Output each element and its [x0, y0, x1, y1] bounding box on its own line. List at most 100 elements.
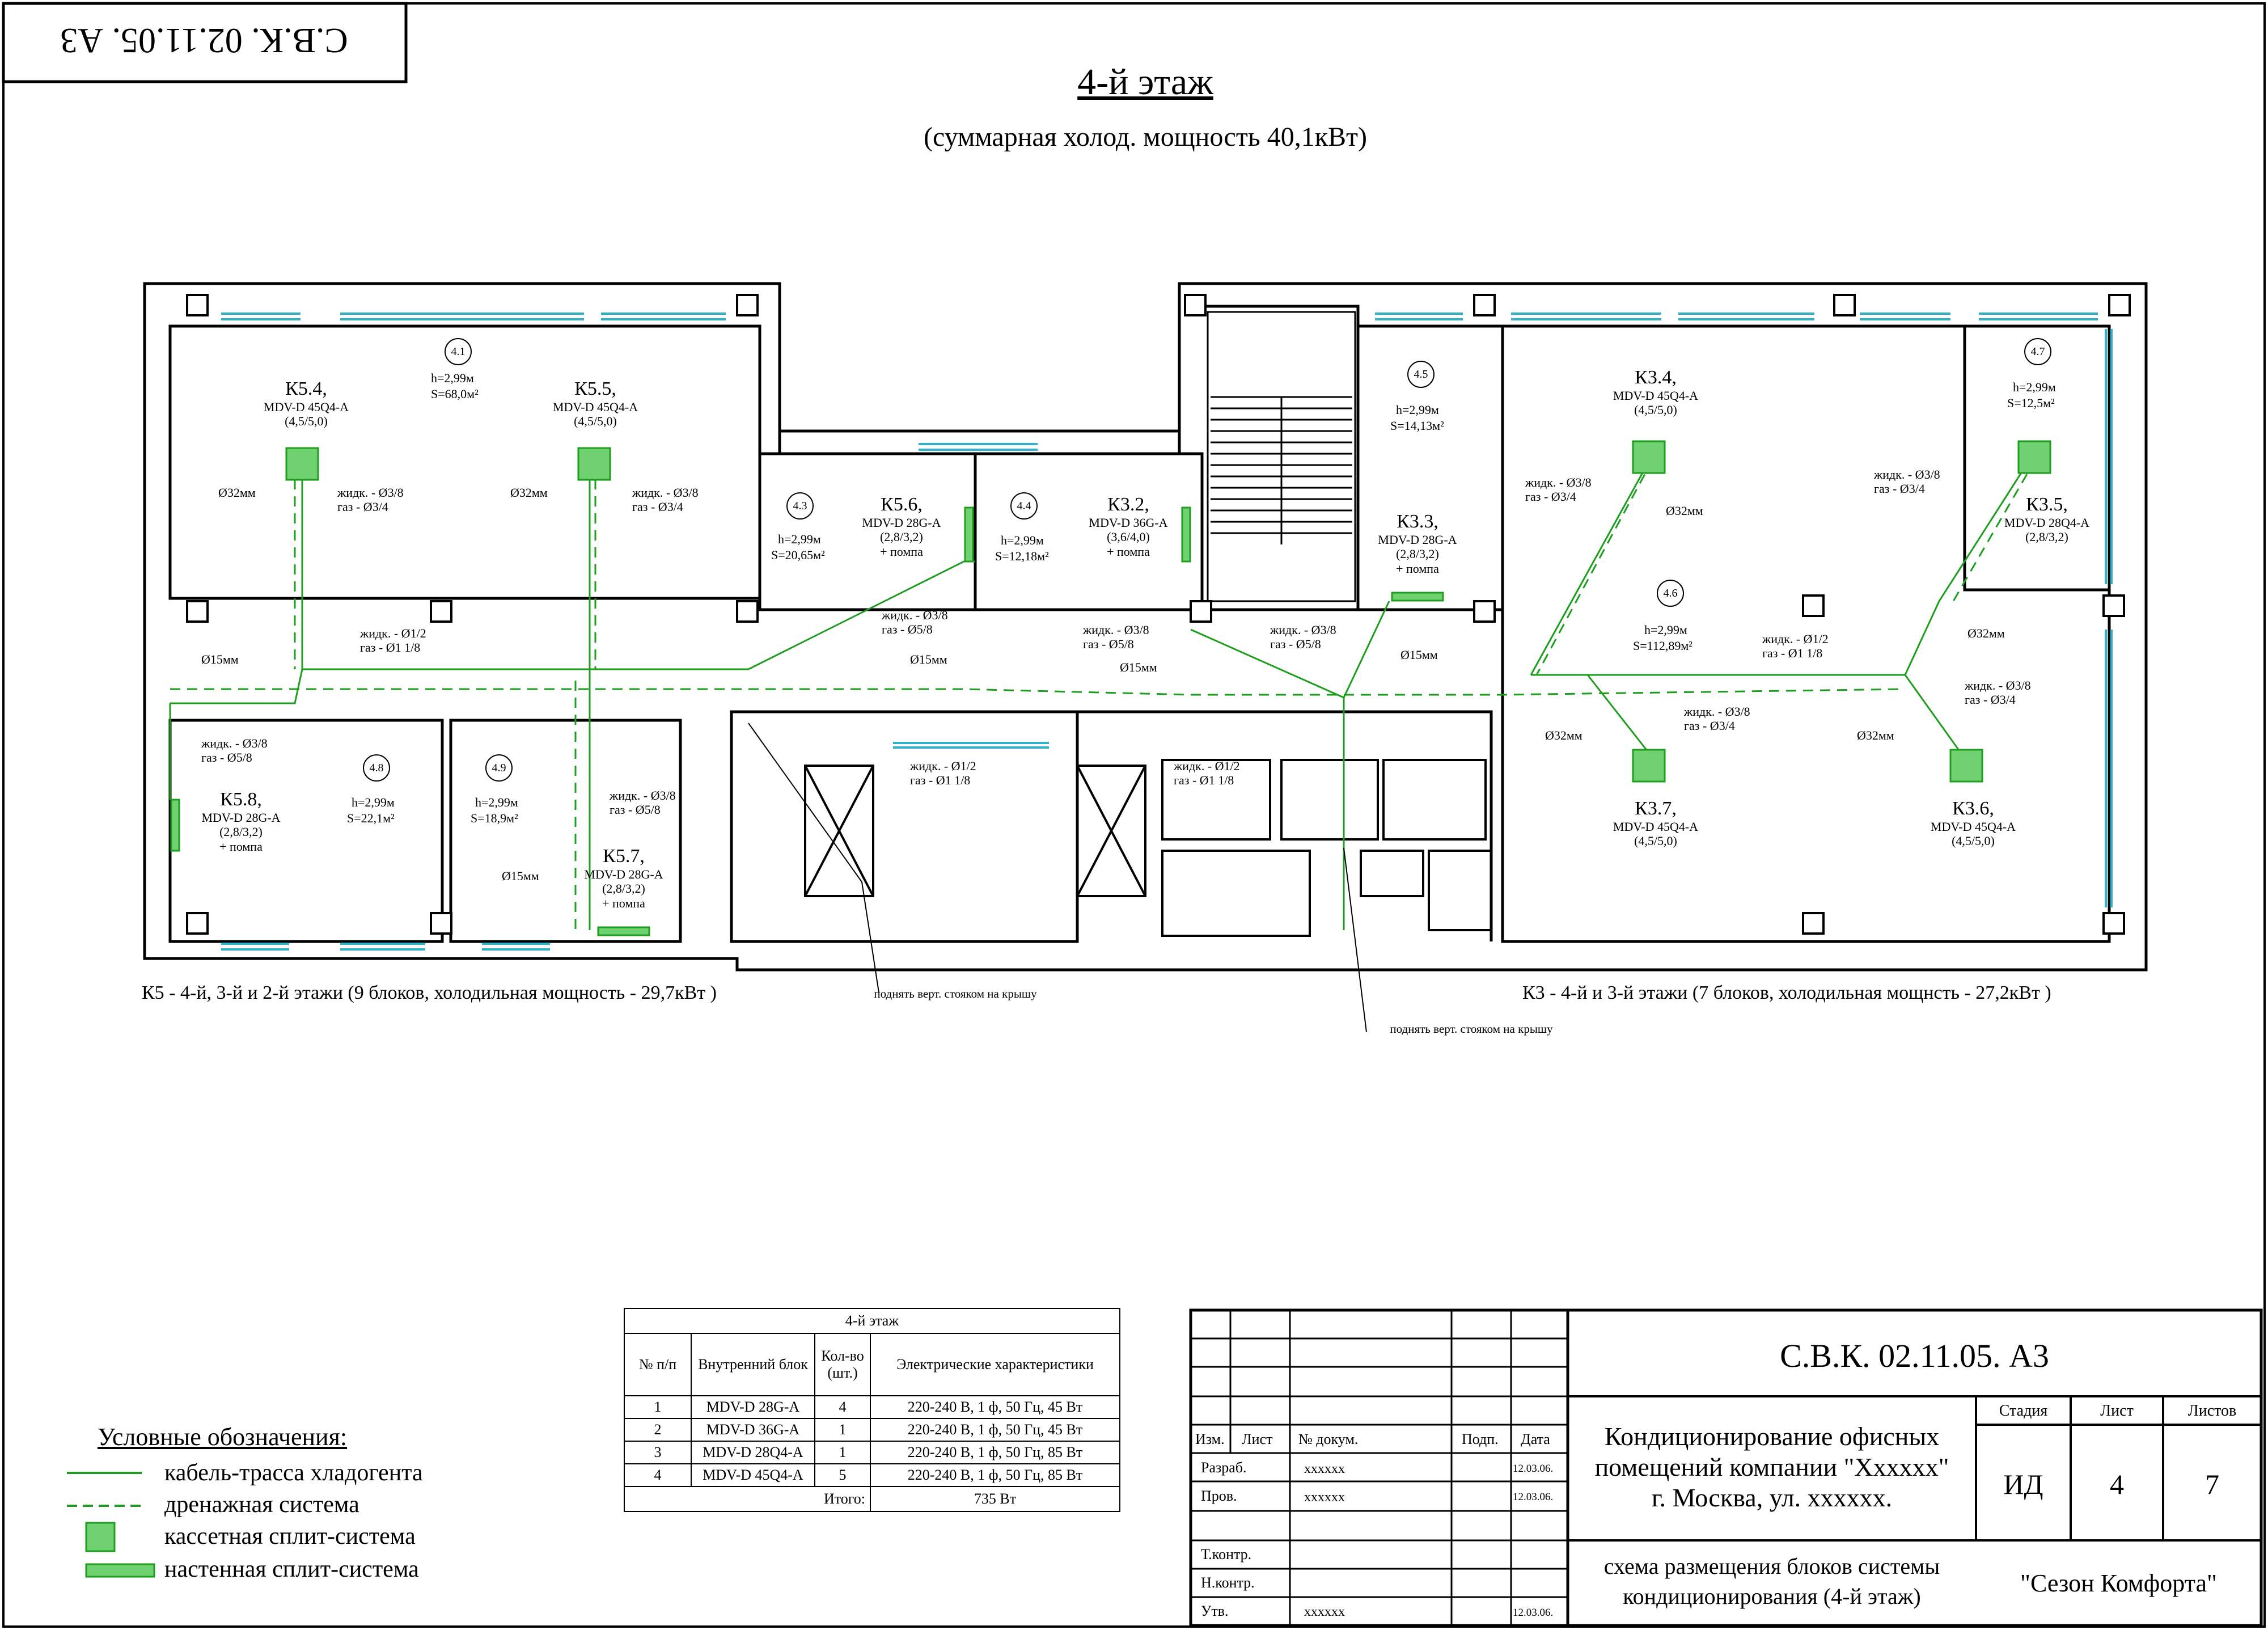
- tb-role: Н.контр.: [1201, 1574, 1255, 1591]
- tb-project-line1: Кондиционирование офисных: [1604, 1422, 1940, 1451]
- room-height: h=2,99м: [431, 371, 474, 385]
- unit-label-k3-7: К3.7,MDV-D 45Q4-A(4,5/5,0): [1613, 798, 1699, 848]
- unit-label-k5-4: К5.4,MDV-D 45Q4-A(4,5/5,0): [263, 378, 349, 429]
- tb-role: Утв.: [1201, 1603, 1229, 1619]
- spec-title: 4-й этаж: [624, 1308, 1120, 1334]
- tb-date: 12.03.06.: [1513, 1463, 1554, 1475]
- room-height: h=2,99м: [475, 795, 518, 809]
- leader-lines: [748, 723, 1367, 1033]
- legend-item-wall: настенная сплит-система: [164, 1556, 419, 1582]
- windows: [221, 313, 2113, 951]
- pipe-note: Ø15мм: [201, 652, 239, 666]
- tb-project-line3: г. Москва, ул. xxxxxx.: [1651, 1483, 1893, 1512]
- room-area: S=112,89м²: [1633, 639, 1692, 653]
- room-area: S=20,65м²: [771, 548, 825, 562]
- room-area: S=12,5м²: [2007, 396, 2055, 410]
- page-title: 4-й этаж: [1077, 61, 1213, 103]
- spec-header: Кол-во (шт.): [814, 1333, 871, 1396]
- wall-units: [170, 506, 1444, 936]
- tb-stage-label: Стадия: [1999, 1402, 2048, 1420]
- pipe-note: Ø32мм: [1545, 728, 1582, 742]
- tb-sheets-label: Листов: [2187, 1402, 2237, 1420]
- room-area: S=22,1м²: [347, 811, 395, 825]
- legend-symbols: [67, 1472, 155, 1578]
- room-badge: 4.5: [1407, 361, 1435, 388]
- tb-header-sign: Подп.: [1462, 1431, 1499, 1447]
- tb-drawing-line2: кондиционирования (4-й этаж): [1623, 1583, 1921, 1609]
- refrigerant-lines: [169, 459, 2031, 930]
- pipe-note: Ø15мм: [1120, 660, 1157, 674]
- room-area: S=12,18м²: [995, 549, 1049, 563]
- unit-label-k3-6: К3.6,MDV-D 45Q4-A(4,5/5,0): [1930, 798, 2016, 848]
- drainage-lines: [170, 459, 2037, 930]
- tb-stage: ИД: [2003, 1468, 2043, 1500]
- room-area: S=68,0м²: [431, 387, 479, 401]
- stamp-box: [2, 2, 408, 83]
- legend-item-refrigerant: кабель-трасса хладогента: [164, 1460, 423, 1486]
- pipe-note: Ø32мм: [1967, 626, 2005, 640]
- tb-header-list: Лист: [1242, 1431, 1273, 1447]
- room-badge: 4.3: [786, 492, 814, 520]
- pipe-note: Ø15мм: [910, 652, 947, 666]
- tb-sheets: 7: [2205, 1468, 2219, 1500]
- spec-header: № п/п: [624, 1333, 692, 1396]
- tb-header-doc: № докум.: [1298, 1431, 1359, 1447]
- unit-label-k5-7: К5.7,MDV-D 28G-A(2,8/3,2)+ помпа: [584, 846, 663, 910]
- spec-total-label: Итого:: [624, 1486, 871, 1512]
- page-subtitle: (суммарная холод. мощность 40,1кВт): [923, 122, 1368, 152]
- room-height: h=2,99м: [1644, 623, 1687, 637]
- pipe-note: Ø15мм: [502, 869, 539, 883]
- spec-table: 4-й этаж № п/п Внутренний блок Кол-во (ш…: [624, 1308, 1120, 1512]
- tb-date: 12.03.06.: [1513, 1607, 1554, 1619]
- unit-label-k3-4: К3.4,MDV-D 45Q4-A(4,5/5,0): [1613, 367, 1699, 417]
- room-height: h=2,99м: [778, 532, 821, 546]
- pipe-note: Ø15мм: [1400, 648, 1438, 662]
- spec-total-value: 735 Вт: [870, 1486, 1120, 1512]
- tb-project-line2: помещений компании "Ххххxx": [1594, 1452, 1949, 1481]
- room-height: h=2,99м: [1396, 403, 1439, 417]
- pipe-note: Ø32мм: [1857, 728, 1894, 742]
- unit-label-k3-2: К3.2,MDV-D 36G-A(3,6/4,0)+ помпа: [1089, 494, 1168, 559]
- room-height: h=2,99м: [352, 795, 395, 809]
- unit-label-k5-6: К5.6,MDV-D 28G-A(2,8/3,2)+ помпа: [862, 494, 941, 559]
- room-badge: 4.9: [485, 754, 513, 782]
- unit-label-k3-3: К3.3,MDV-D 28G-A(2,8/3,2)+ помпа: [1378, 511, 1457, 576]
- pipe-note: Ø32мм: [1666, 504, 1703, 518]
- room-badge: 4.7: [2024, 338, 2051, 365]
- room-badge: 4.4: [1010, 492, 1038, 520]
- tb-drawing-line1: схема размещения блоков системы: [1603, 1553, 1940, 1579]
- elevator-shafts: [804, 759, 1492, 937]
- unit-label-k3-5: К3.5,MDV-D 28Q4-A(2,8/3,2): [2004, 494, 2090, 544]
- room-badge: 4.6: [1657, 580, 1684, 607]
- tb-code: С.В.К. 02.11.05. А3: [1780, 1337, 2049, 1374]
- cassette-units: [285, 440, 2051, 783]
- unit-label-k5-8: К5.8,MDV-D 28G-A(2,8/3,2)+ помпа: [201, 789, 281, 854]
- legend-item-drainage: дренажная система: [164, 1492, 359, 1518]
- tb-header-date: Дата: [1521, 1431, 1550, 1447]
- stairwell: [1207, 311, 1356, 602]
- legend-title: Условные обозначения:: [98, 1423, 348, 1451]
- tb-sheet-label: Лист: [2100, 1402, 2134, 1420]
- legend-item-cassette: кассетная сплит-система: [164, 1523, 416, 1549]
- room-height: h=2,99м: [1001, 533, 1044, 547]
- riser-note: поднять верт. стояком на крышу: [1390, 1022, 1553, 1036]
- room-badge: 4.8: [363, 754, 390, 782]
